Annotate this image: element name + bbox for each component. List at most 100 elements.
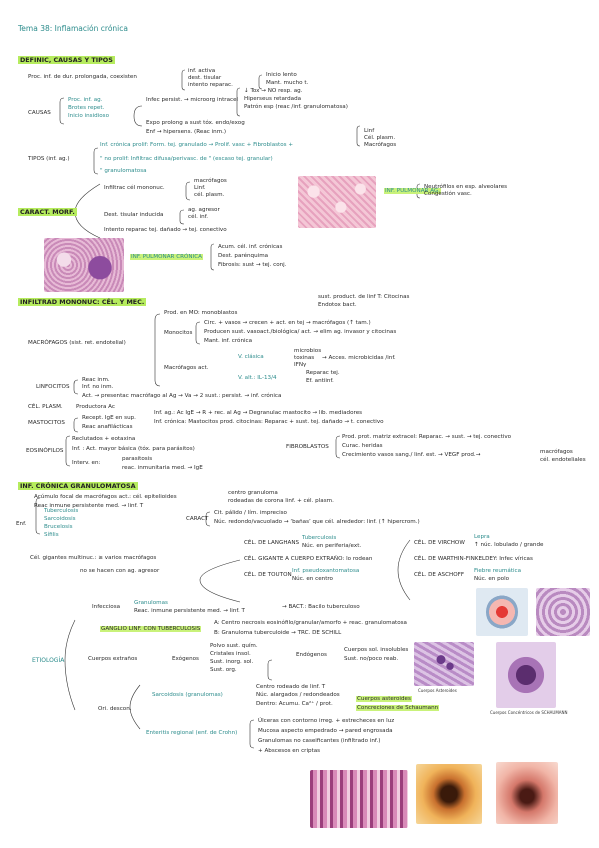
- tipos-label: TIPOS (inf. ag.): [28, 156, 70, 162]
- exogenos-item: Sust. org.: [210, 667, 237, 673]
- pulm-cr-item: Dest. parénquima: [218, 253, 269, 259]
- causas-label: CAUSAS: [28, 110, 51, 116]
- linf-act: Act. → presentac macrófago al Ag → Va → …: [82, 393, 282, 399]
- virchow-right: ↑ núc. lobulado / grande: [474, 542, 544, 548]
- ganglio-diagram-image: [476, 588, 528, 636]
- macro-item: Prod. en MO: monoblastos: [164, 310, 238, 316]
- macro-item: Monocitos: [164, 330, 193, 336]
- aschoff-right: Núc. en polo: [474, 576, 510, 582]
- enf-item: Tuberculosis: [44, 508, 79, 514]
- caract-label: CARACT: [186, 516, 209, 522]
- eos-label: EOSINÓFILOS: [26, 448, 64, 454]
- infecciosa-right: Granulomas: [134, 600, 168, 606]
- sarco-item: Centro rodeado de linf. T: [256, 684, 326, 690]
- caract-item: Infiltrac cél mononuc.: [104, 185, 165, 191]
- gigantes-2: no se hacen con ag. agresor: [80, 568, 160, 574]
- v-clasica: V. clásica: [238, 354, 264, 360]
- exogenos-label: Exógenos: [172, 656, 199, 662]
- v-clasica-right: → Acces. microbicidas /inf.: [322, 355, 396, 361]
- def-right-item: Inicio lento: [266, 72, 297, 78]
- tipos-right-item: Cél. plasm.: [364, 135, 396, 141]
- endogenos-item: Sust. no/poco reab.: [344, 656, 399, 662]
- mast-item: Recept. IgE en sup.: [82, 415, 136, 421]
- caract-right-item: macrófagos: [194, 178, 227, 184]
- warthin-label: CÉL. DE WARTHIN-FINKELDEY: Infec víricas: [414, 556, 533, 562]
- v-alt-right: Ef. antiinf.: [306, 378, 334, 384]
- fibro-label: FIBROBLASTOS: [286, 444, 329, 450]
- section-heading-definicion: DEFINIC, CAUSAS Y TIPOS: [18, 56, 115, 64]
- touton-right: Núc. en centro: [292, 576, 333, 582]
- caract-right-item: Linf.: [194, 185, 206, 191]
- eos-item: Reclutados + eotaxina: [72, 436, 136, 442]
- acum-right: rodeadas de corona linf. + cél. plasm.: [228, 498, 334, 504]
- mast-right: Inf. crónica: Mastocitos prod. citocinas…: [154, 419, 384, 425]
- exogenos-item: Cristales insol.: [210, 651, 251, 657]
- crohn-item: Mucosa aspecto empedrado → pared engrosa…: [258, 728, 393, 734]
- lung-acute-image: [298, 176, 376, 228]
- virchow-right: Lepra: [474, 534, 490, 540]
- aschoff-right: Fiebre reumática: [474, 568, 522, 574]
- schaumann-image: [496, 642, 556, 708]
- def-label: Proc. inf. de dur. prolongada, coexisten: [28, 74, 137, 80]
- ganglio-histology-image: [536, 588, 590, 636]
- sarco-item: Núc. alargados / redondeados: [256, 692, 340, 698]
- pulm-cr-item: Fibrosis: sust → tej. conj.: [218, 262, 287, 268]
- caract-item-gran: Núc. redondo/vacuolado → ‘bañas’ que cél…: [214, 519, 420, 525]
- enf-label: Enf.: [16, 521, 27, 527]
- fibro-item: Crecimiento vasos sang./ linf. est. → VE…: [342, 452, 481, 458]
- crohn-item: + Abscesos en criptas: [258, 748, 321, 754]
- causas-item: Brotes repet.: [68, 105, 105, 111]
- ganglio-item: B: Granuloma tuberculoide → TRC. DE SCHI…: [214, 630, 342, 636]
- linf-item: Inf. no inm.: [82, 384, 114, 390]
- sarco-right: Concreciones de Schaumann: [356, 705, 440, 711]
- v-alt-right: Reparac tej.: [306, 370, 340, 376]
- caract-item: Dest. tisular inducida: [104, 212, 164, 218]
- crohn-endoscopy-image-1: [416, 764, 482, 824]
- def-item: intento reparac.: [188, 82, 233, 88]
- eos-right: reac. inmunitaria med. → IgE: [122, 465, 203, 471]
- crohn-item: Úlceras con contorno irreg. + estrechece…: [258, 718, 395, 724]
- infecciosa-label: Infecciosa: [92, 604, 121, 610]
- sarco-item: Dentro: Acumu. Ca²⁺ / prot.: [256, 701, 333, 707]
- caract-right-item: cél. plasm.: [194, 192, 225, 198]
- bact-text: → BACT.: Bacilo tuberculoso: [282, 604, 360, 610]
- v-alt: V. alt.: IL-13/4: [238, 375, 277, 381]
- acum-text: Acúmulo focal de macrófagos act.: cél. e…: [34, 494, 177, 500]
- v-clasica-item: microbios: [294, 348, 322, 354]
- fibro-item: Curac. heridas: [342, 443, 383, 449]
- section-heading-infiltrad: INFILTRAD MONONUC: CÉL. Y MEC.: [18, 298, 147, 306]
- acum-2: Reac inmune persistente med. → linf. T: [34, 503, 144, 509]
- tipos-right-item: Macrófagos: [364, 142, 397, 148]
- caract-morf-label: CARACT. MORF.: [18, 208, 77, 216]
- fibro-item: Prod. prot. matriz extracel: Reparac. → …: [342, 434, 512, 440]
- enf-item: Sífilis: [44, 532, 59, 538]
- crohn-label: Enteritis regional (enf. de Crohn): [146, 730, 238, 736]
- section-heading-granulomatosa: INF. CRÓNICA GRANULOMATOSA: [18, 482, 138, 490]
- crohn-item: Granulomas no caseificantes (infiltrado …: [258, 738, 381, 744]
- linf-item: Reac inm.: [82, 377, 110, 383]
- sarco-right: Cuerpos asteroides: [356, 696, 412, 702]
- causas-right-item: Patrón esp (reac /inf. granulomatosa): [244, 104, 348, 110]
- ganglio-label: GANGLIO LINF. CON TUBERCULOSIS: [100, 626, 202, 632]
- causas-right-item: ↓ Tox → NO resp. ag.: [244, 88, 303, 94]
- eos-item: Inf. : Act. mayor básica (tóx. para pará…: [72, 446, 195, 452]
- pulm-cr-label: INF. PULMONAR CRÓNICA: [130, 254, 203, 260]
- macro-2-right: Producen sust. vasoact./biológica/ act. …: [204, 329, 397, 335]
- causas-item: Inicio insidioso: [68, 113, 110, 119]
- tipos-right-item: Linf: [364, 128, 375, 134]
- enf-item: Brucelosis: [44, 524, 73, 530]
- desc-label: Ori. descon.: [98, 706, 132, 712]
- eos-item: Interv. en:: [72, 460, 101, 466]
- macro-top-item: sust. product. de linf T: Citocinas: [318, 294, 410, 300]
- mast-label: MASTOCITOS: [28, 420, 65, 426]
- sarco-label: Sarcoidosis (granulomas): [152, 692, 223, 698]
- macro-2-right: Circ. + vasos → crecen + act. en tej → m…: [204, 320, 371, 326]
- schaumann-caption: Cuerpos Concéntricos de SCHAUMANN: [490, 710, 568, 715]
- crohn-endoscopy-image-2: [496, 762, 558, 824]
- plasm-text: Productora Ac: [76, 404, 115, 410]
- def-item: inf. activa: [188, 68, 216, 74]
- macro-2-right: Mant. inf. crónica: [204, 338, 253, 344]
- fibro-right: macrófagos: [540, 449, 573, 455]
- pulm-ag-item: Neutrófilos en esp. alveolares: [424, 184, 508, 190]
